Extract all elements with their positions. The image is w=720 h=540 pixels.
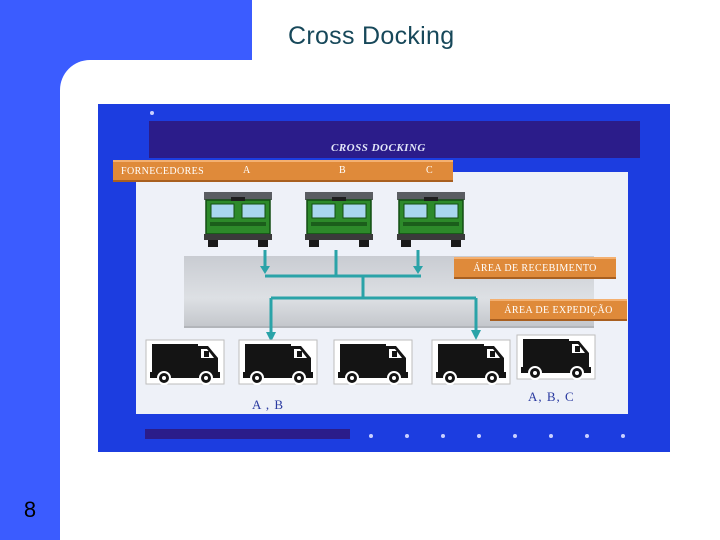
flow-arrowheads: [260, 266, 481, 342]
decorative-dot: [441, 434, 445, 438]
shipping-area-label: ÁREA DE EXPEDIÇÃO: [490, 299, 627, 321]
customer-van-4-icon: [431, 339, 511, 385]
supplier-truck-c-icon: [396, 191, 466, 248]
receiving-area-label: ÁREA DE RECEBIMENTO: [454, 257, 616, 279]
supplier-truck-a-icon: [203, 191, 273, 248]
flow-lines: [263, 250, 478, 336]
suppliers-label: FORNECEDORES: [121, 165, 205, 177]
suppliers-bar: FORNECEDORES A B C: [113, 160, 453, 182]
decorative-dot: [621, 434, 625, 438]
diagram-header-stripe: [149, 121, 640, 158]
customer-van-2-icon: [238, 339, 318, 385]
supplier-truck-b-icon: [304, 191, 374, 248]
decorative-dot: [513, 434, 517, 438]
supplier-c-label: C: [426, 165, 434, 176]
decorative-dot: [150, 111, 154, 115]
supplier-a-label: A: [243, 165, 251, 176]
decorative-dot: [549, 434, 553, 438]
template-left-bar: [0, 0, 60, 540]
cross-docking-diagram: CROSS DOCKING FORNECEDORES A B C: [98, 104, 670, 452]
customer-van-1-icon: [145, 339, 225, 385]
decorative-dot: [369, 434, 373, 438]
template-top-bar: [0, 0, 252, 60]
page-number: 8: [23, 497, 37, 522]
decorative-dot: [585, 434, 589, 438]
customer-van-3-icon: [333, 339, 413, 385]
diagram-footer-stripe: [145, 429, 350, 439]
diagram-graphics: [145, 191, 596, 385]
slide-title: Cross Docking: [288, 22, 455, 50]
destination-label-2: A, B, C: [528, 389, 575, 404]
customer-van-5-icon: [516, 334, 596, 380]
supplier-b-label: B: [339, 165, 347, 176]
decorative-dot: [405, 434, 409, 438]
decorative-dot: [477, 434, 481, 438]
destination-label-1: A , B: [252, 397, 285, 412]
diagram-title: CROSS DOCKING: [331, 142, 426, 154]
template-corner: [60, 60, 90, 90]
